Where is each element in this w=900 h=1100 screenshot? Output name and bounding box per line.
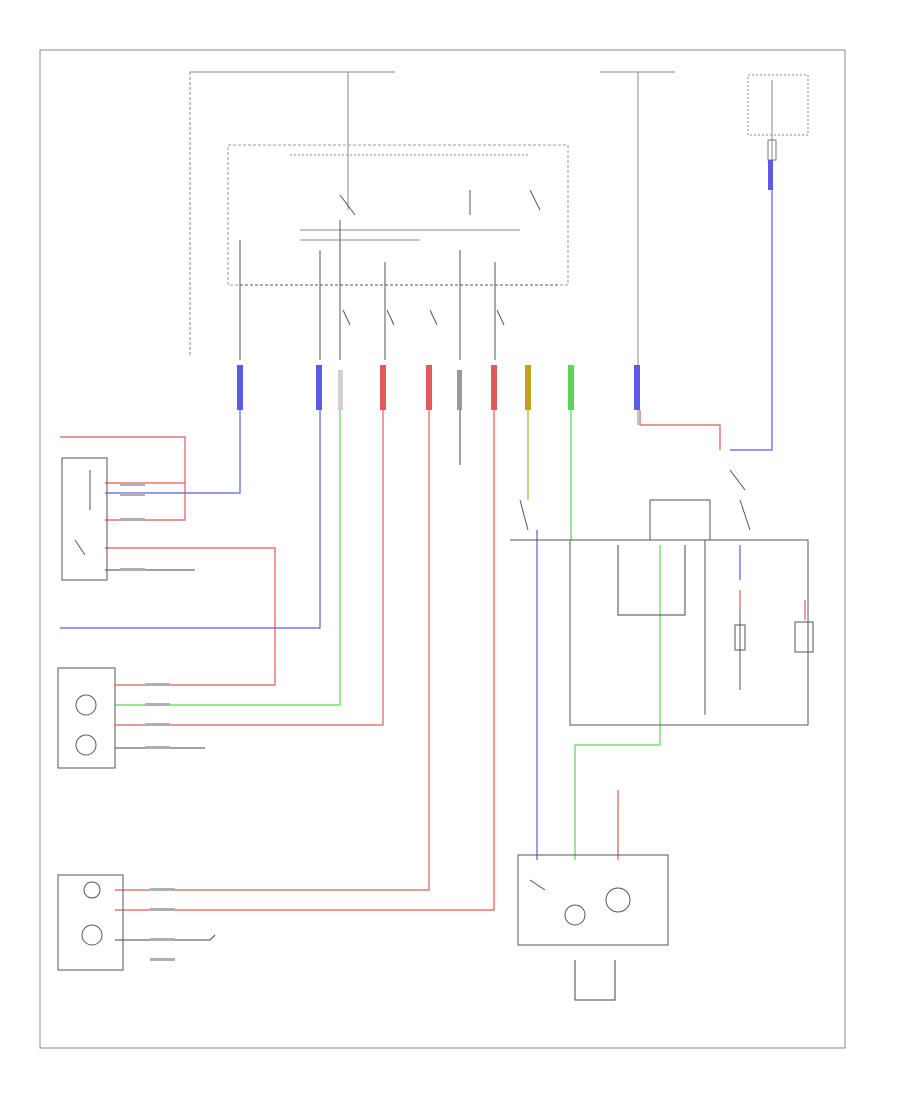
wires-blue — [60, 190, 773, 860]
combination-switch — [510, 469, 809, 726]
right-headlight — [57, 667, 116, 769]
top-bus-lines — [189, 71, 675, 425]
wire-label-ticks — [120, 483, 175, 961]
drl-relay — [61, 457, 108, 581]
relay-switches — [239, 189, 560, 360]
control-relay-box — [227, 144, 569, 286]
fuse-block-top-right — [747, 74, 809, 160]
wires-green — [115, 410, 661, 860]
wires-black — [105, 410, 686, 1001]
wires-red — [60, 410, 806, 911]
connector-row — [237, 160, 773, 410]
indicator-components — [734, 610, 814, 690]
left-headlight — [57, 874, 124, 971]
relay-output-switches — [342, 309, 505, 326]
hi-beam-indicator — [517, 854, 669, 946]
diagram-frame — [39, 49, 846, 1049]
